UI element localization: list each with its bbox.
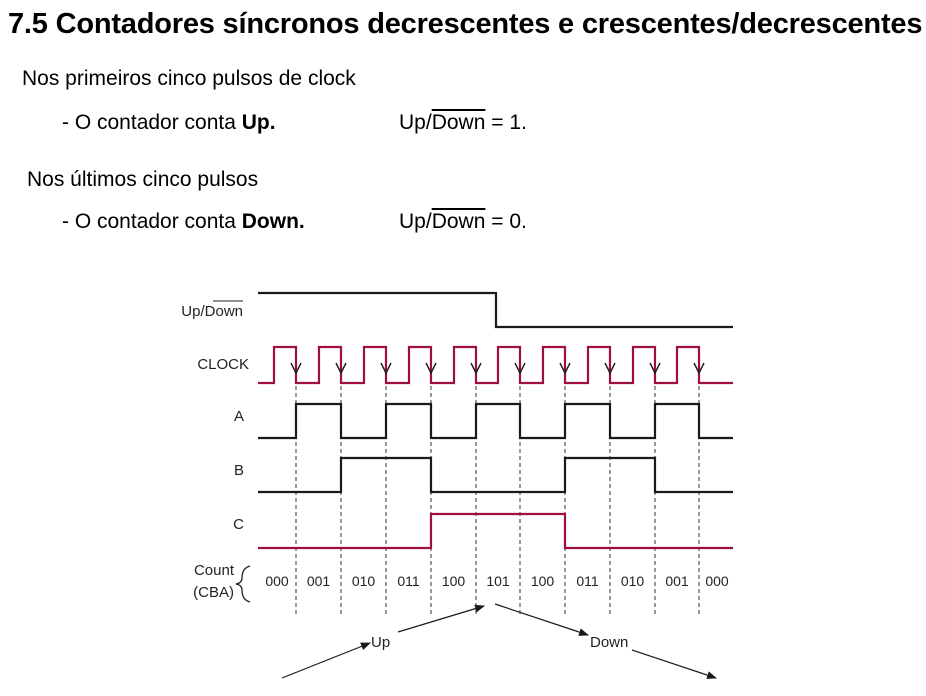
up-arrow-lower [281, 642, 371, 679]
b-signal-label: B [234, 462, 244, 479]
clock-edge-arrow-4 [425, 362, 437, 375]
equation-down: Up/Down = 0. [399, 210, 527, 234]
equation-down-prefix: Up/ [399, 210, 432, 233]
slide-title: 7.5 Contadores síncronos decrescentes e … [8, 8, 923, 40]
clock-signal-label: CLOCK [197, 356, 249, 373]
count-value-3: 010 [352, 573, 376, 589]
count-value-9: 010 [621, 573, 645, 589]
clock-edge-arrow-10 [693, 362, 705, 375]
count-value-5: 100 [442, 573, 466, 589]
clock-edge-arrow-3 [380, 362, 392, 375]
clock-edge-arrow-9 [649, 362, 661, 375]
updown-waveform [258, 291, 733, 329]
count-value-11: 000 [705, 573, 729, 589]
clock-edge-arrow-7 [559, 362, 571, 375]
text-first-pulses: Nos primeiros cinco pulsos de clock [22, 67, 356, 90]
clock-waveform [258, 345, 733, 385]
equation-down-suffix: = 0. [485, 210, 527, 233]
a-signal-label: A [234, 408, 244, 425]
down-arrow-lower [631, 649, 717, 679]
count-value-2: 001 [307, 573, 331, 589]
down-label: Down [590, 634, 628, 651]
text-last-pulses: Nos últimos cinco pulsos [27, 168, 259, 191]
equation-up-suffix: = 1. [485, 111, 527, 134]
count-value-1: 000 [265, 573, 289, 589]
c-waveform [258, 512, 733, 550]
up-label: Up [371, 634, 390, 651]
count-value-7: 100 [531, 573, 555, 589]
equation-up: Up/Down = 1. [399, 111, 527, 135]
equation-down-down-bar: Down [431, 210, 486, 233]
cba-label: (CBA) [193, 584, 234, 601]
clock-edge-arrow-5 [470, 362, 482, 375]
c-signal-label: C [233, 516, 244, 533]
text-count-up-prefix: - O contador conta [62, 111, 242, 134]
count-value-6: 101 [486, 573, 510, 589]
b-waveform [258, 456, 733, 494]
count-label: Count [194, 562, 235, 579]
text-count-down: - O contador conta Down. [62, 210, 305, 234]
clock-edge-arrow-2 [335, 362, 347, 375]
count-value-4: 011 [397, 573, 420, 589]
text-count-down-bold: Down. [241, 210, 305, 233]
count-value-8: 011 [576, 573, 599, 589]
clock-edge-arrow-6 [514, 362, 526, 375]
count-value-10: 001 [665, 573, 689, 589]
updown-signal-label: Up/Down [181, 303, 243, 320]
down-arrow-upper [494, 603, 589, 636]
text-count-down-prefix: - O contador conta [62, 210, 242, 233]
clock-edge-arrow-8 [604, 362, 616, 375]
equation-up-down-bar: Down [431, 111, 486, 134]
count-brace [235, 565, 251, 603]
text-count-up: - O contador conta Up. [62, 111, 276, 135]
up-arrow-upper [397, 604, 485, 633]
equation-up-prefix: Up/ [399, 111, 432, 134]
clock-edge-arrow-1 [290, 362, 302, 375]
text-count-up-bold: Up. [241, 111, 276, 134]
a-waveform [258, 402, 733, 440]
